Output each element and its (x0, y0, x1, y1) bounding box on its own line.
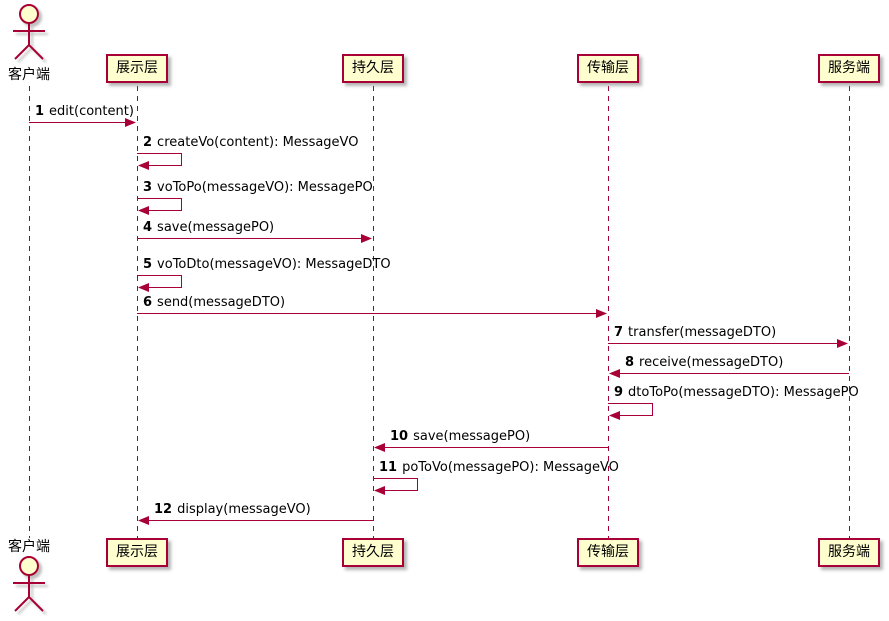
message-arrowhead-11 (374, 486, 385, 495)
participant-box-top-transport: 传输层 (577, 54, 639, 83)
message-self-arrow-5 (137, 275, 182, 288)
message-number: 3 (143, 180, 153, 195)
message-arrowhead-12 (138, 516, 149, 525)
message-number: 4 (143, 220, 153, 235)
message-label-7: 7 transfer(messageDTO) (614, 325, 776, 340)
message-arrowhead-9 (609, 411, 620, 420)
message-self-arrow-11 (373, 478, 418, 491)
message-number: 7 (614, 325, 624, 340)
participant-box-bottom-server: 服务端 (818, 538, 880, 567)
message-label-12: 12 display(messageVO) (154, 502, 311, 517)
message-label-8: 8 receive(messageDTO) (625, 355, 783, 370)
message-text: dtoToPo(messageDTO): MessagePO (628, 385, 859, 400)
message-self-arrow-3 (137, 198, 182, 211)
message-number: 2 (143, 135, 153, 150)
message-text: poToVo(messagePO): MessageVO (402, 460, 619, 475)
message-text: display(messageVO) (177, 502, 311, 517)
participant-box-top-persistence: 持久层 (342, 54, 404, 83)
message-arrowhead-3 (138, 206, 149, 215)
message-label-4: 4 save(messagePO) (143, 220, 274, 235)
message-number: 8 (625, 355, 635, 370)
actor-figure-bottom (13, 556, 45, 612)
message-text: transfer(messageDTO) (628, 325, 777, 340)
participant-box-top-server: 服务端 (818, 54, 880, 83)
message-number: 11 (379, 460, 398, 475)
message-text: voToPo(messageVO): MessagePO (157, 180, 373, 195)
message-label-1: 1 edit(content) (35, 104, 134, 119)
message-text: receive(messageDTO) (639, 355, 784, 370)
participant-box-top-presentation: 展示层 (106, 54, 168, 83)
message-label-9: 9 dtoToPo(messageDTO): MessagePO (614, 385, 859, 400)
message-text: createVo(content): MessageVO (157, 135, 359, 150)
participant-box-bottom-persistence: 持久层 (342, 538, 404, 567)
message-number: 9 (614, 385, 624, 400)
message-number: 12 (154, 502, 173, 517)
message-number: 10 (390, 429, 409, 444)
message-arrowhead-1 (125, 118, 136, 127)
message-label-2: 2 createVo(content): MessageVO (143, 135, 358, 150)
message-text: edit(content) (49, 104, 134, 119)
message-arrowhead-8 (609, 369, 620, 378)
message-self-arrow-9 (608, 403, 653, 416)
message-text: voToDto(messageVO): MessageDTO (157, 257, 391, 272)
message-arrowhead-2 (138, 161, 149, 170)
message-number: 1 (35, 104, 45, 119)
message-label-3: 3 voToPo(messageVO): MessagePO (143, 180, 373, 195)
actor-label-top: 客户端 (8, 67, 50, 83)
participant-box-bottom-transport: 传输层 (577, 538, 639, 567)
message-number: 6 (143, 295, 153, 310)
message-arrowhead-6 (596, 309, 607, 318)
message-self-arrow-2 (137, 153, 182, 166)
message-arrowhead-5 (138, 283, 149, 292)
message-arrowhead-10 (374, 443, 385, 452)
actor-figure-top (13, 4, 45, 60)
participant-box-bottom-presentation: 展示层 (106, 538, 168, 567)
message-arrowhead-7 (837, 339, 848, 348)
message-label-5: 5 voToDto(messageVO): MessageDTO (143, 257, 391, 272)
message-arrowhead-4 (361, 234, 372, 243)
message-label-10: 10 save(messagePO) (390, 429, 530, 444)
message-label-11: 11 poToVo(messagePO): MessageVO (379, 460, 619, 475)
message-label-6: 6 send(messageDTO) (143, 295, 285, 310)
message-text: send(messageDTO) (157, 295, 286, 310)
message-text: save(messagePO) (157, 220, 275, 235)
message-number: 5 (143, 257, 153, 272)
actor-label-bottom: 客户端 (8, 539, 50, 555)
message-text: save(messagePO) (413, 429, 531, 444)
